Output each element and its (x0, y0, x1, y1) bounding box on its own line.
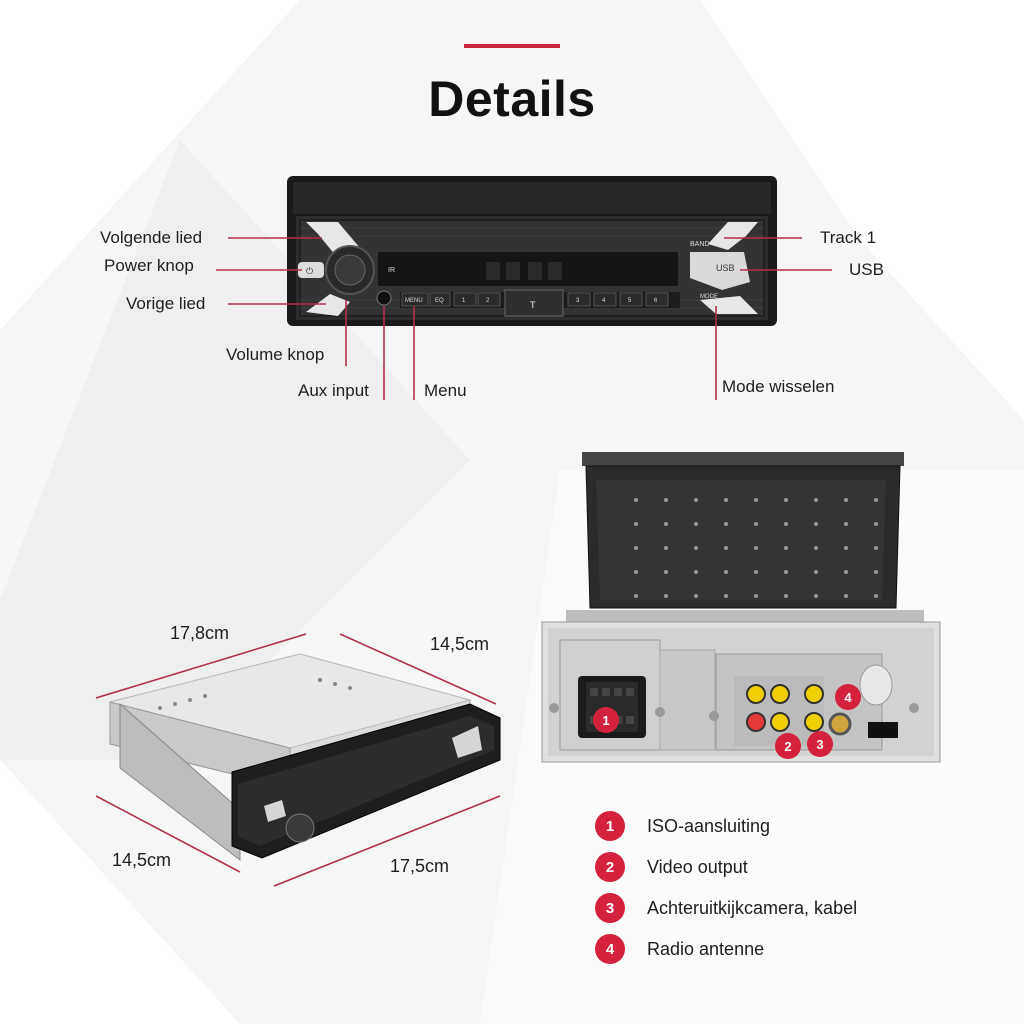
dim-bottom-width: 17,5cm (390, 856, 450, 876)
label-previous-song: Vorige lied (126, 294, 206, 313)
legend-badge: 1 (595, 811, 625, 841)
title-accent-bar (464, 44, 560, 48)
preset-key-1: 1 (462, 298, 466, 304)
label-aux: Aux input (298, 381, 369, 400)
legend-text: ISO-aansluiting (647, 815, 771, 836)
radio-front-panel (287, 176, 777, 326)
ir-text: IR (388, 267, 395, 274)
preset-key-3: 3 (576, 298, 580, 304)
rear-badge-3: 3 (816, 737, 823, 752)
label-power: Power knop (104, 256, 194, 275)
side-view-illustration (95, 633, 501, 887)
legend-badge: 3 (595, 893, 625, 923)
callout-lines (216, 237, 832, 400)
legend-text: Video output (647, 856, 748, 877)
legend-badge: 2 (595, 852, 625, 882)
page-title: Details (428, 71, 596, 127)
rca-jacks (746, 684, 824, 732)
lid-vent-dots (634, 498, 878, 598)
preset-key-6: 6 (654, 298, 658, 304)
front-panel-illustration: BAND USB MODE MENU EQ IR ⏻ T 1 2 3 4 5 6 (216, 176, 832, 400)
t-key-text: T (530, 300, 536, 310)
dimension-lines (95, 633, 501, 887)
legend-item-antenna: 4 Radio antenne (595, 933, 995, 965)
mode-text: MODE (700, 294, 718, 300)
rear-badge-1: 1 (602, 713, 609, 728)
menu-key-text: MENU (405, 298, 423, 304)
rear-view-illustration: 1 2 3 4 (541, 452, 941, 763)
preset-key-2: 2 (486, 298, 490, 304)
preset-keys: 1 2 3 4 5 6 (462, 298, 658, 304)
legend-item-iso: 1 ISO-aansluiting (595, 810, 995, 842)
band-text: BAND (690, 241, 709, 248)
power-key-text: ⏻ (306, 266, 313, 277)
preset-key-5: 5 (628, 298, 632, 304)
label-track1: Track 1 (820, 228, 877, 247)
legend-text: Achteruitkijkcamera, kabel (647, 897, 858, 918)
legend-item-video: 2 Video output (595, 851, 995, 883)
label-mode: Mode wisselen (722, 377, 835, 396)
rear-badge-4: 4 (844, 690, 852, 705)
legend-item-camera: 3 Achteruitkijkcamera, kabel (595, 892, 995, 924)
label-volume: Volume knop (226, 345, 325, 364)
dim-left-height: 14,5cm (112, 850, 172, 870)
legend-text: Radio antenne (647, 938, 765, 959)
dim-top-depth: 14,5cm (430, 634, 490, 654)
eq-key-text: EQ (435, 298, 444, 304)
label-next-song: Volgende lied (100, 228, 203, 247)
preset-key-4: 4 (602, 298, 606, 304)
dim-top-width: 17,8cm (170, 623, 230, 643)
rear-badges (593, 684, 861, 759)
label-usb: USB (849, 260, 884, 279)
legend-badge: 4 (595, 934, 625, 964)
label-menu: Menu (424, 381, 467, 400)
usb-port-text: USB (716, 263, 735, 273)
rear-badge-2: 2 (784, 739, 791, 754)
